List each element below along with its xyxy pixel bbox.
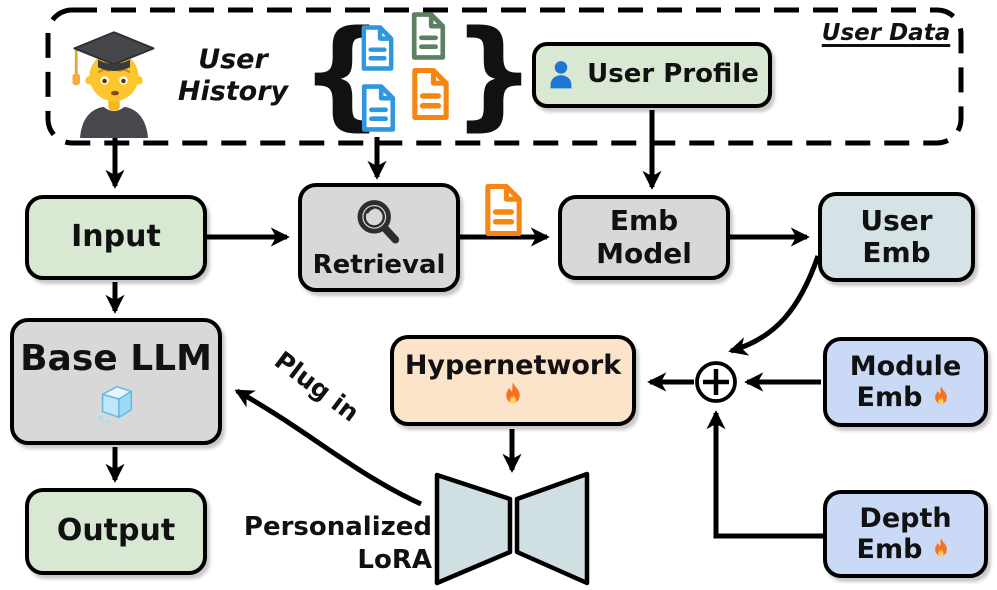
person-icon (550, 61, 572, 89)
circle-plus-icon (695, 361, 737, 403)
hypernetwork-label: Hypernetwork (404, 349, 622, 381)
arrow-lora-plug-in-to-basellm (234, 388, 423, 507)
node-user-profile: User Profile (532, 42, 772, 108)
user-history-label: User History (177, 44, 289, 108)
flame-icon (506, 382, 520, 404)
document-icon-blue (361, 25, 394, 71)
user-data-label: User Data (821, 20, 951, 46)
node-retrieval: Retrieval (298, 183, 460, 292)
magnifier-icon (357, 199, 400, 244)
node-user-emb: User Emb (818, 192, 975, 282)
student-icon (72, 31, 155, 138)
node-output: Output (25, 488, 207, 575)
brace-close: } (452, 4, 537, 142)
node-emb-model: Emb Model (558, 195, 730, 280)
node-module-emb: Module Emb (823, 337, 988, 427)
node-depth-emb: Depth Emb (823, 490, 988, 578)
lora-bowtie-shape (434, 471, 590, 586)
retrieval-label: Retrieval (312, 249, 446, 280)
node-base-llm: Base LLM (10, 318, 222, 445)
user-profile-label: User Profile (587, 59, 759, 90)
retrieved-document-icon-orange (485, 183, 522, 237)
flame-icon (935, 537, 948, 557)
node-input: Input (25, 195, 207, 280)
ice-cube-icon (98, 386, 133, 424)
base-llm-label: Base LLM (20, 337, 212, 379)
document-icon-green (411, 12, 446, 60)
personalized-lora-label: Personalized LoRA (243, 512, 432, 575)
flame-icon (935, 385, 948, 405)
node-hypernetwork: Hypernetwork (390, 335, 636, 426)
document-icon-orange (412, 67, 449, 121)
arrow-depthemb-to-plus (706, 410, 823, 539)
document-icon-blue (361, 84, 396, 132)
user-data-dashed-border (45, 7, 964, 146)
arrow-useremb-to-plus (728, 255, 821, 356)
